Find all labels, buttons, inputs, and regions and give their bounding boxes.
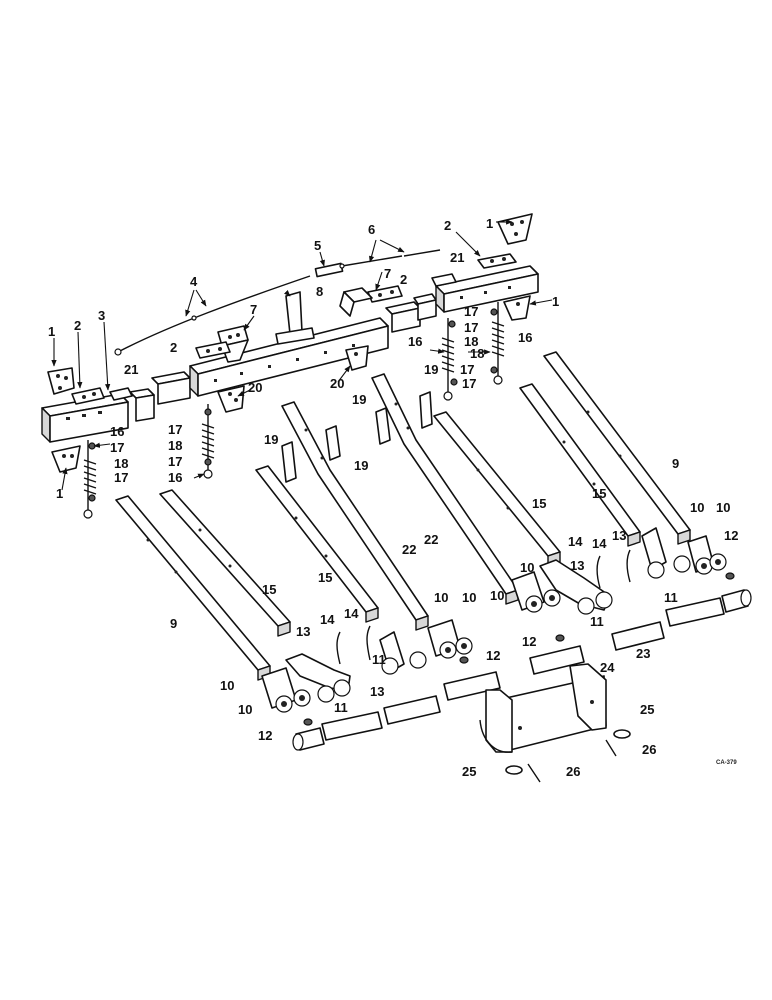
callout-9-right: 9: [672, 456, 679, 471]
main-toolbar: [41, 265, 539, 443]
callout-18-c: 18: [168, 438, 182, 453]
callout-7-center: 7: [384, 266, 391, 281]
callout-labels: 1 2 6 5 21 7 2 8 4 7 1 17 17 16 16 18 18…: [48, 216, 738, 779]
callout-16-right: 16: [518, 330, 532, 345]
callout-13-l2: 13: [370, 684, 384, 699]
callout-19-c: 19: [354, 458, 368, 473]
callout-12-l: 12: [486, 648, 500, 663]
callout-19-top: 19: [424, 362, 438, 377]
spring-left: [83, 440, 97, 519]
drawbars: [115, 351, 691, 681]
drawing-code: CA-379: [716, 760, 737, 766]
top-links: [114, 249, 441, 356]
center-hitch: [479, 663, 607, 753]
callout-15-l1: 15: [318, 570, 332, 585]
spring-center: [441, 318, 458, 401]
callout-16-left: 16: [110, 424, 124, 439]
callout-9-left: 9: [170, 616, 177, 631]
callout-3: 3: [98, 308, 105, 323]
callout-21-left: 21: [124, 362, 138, 377]
callout-16-mid: 16: [168, 470, 182, 485]
callout-12-bottom: 12: [258, 728, 272, 743]
callout-14-r1: 14: [568, 534, 583, 549]
callout-21-right: 21: [450, 250, 464, 265]
callout-2-center: 2: [400, 272, 407, 287]
pins-12: [303, 572, 735, 726]
callout-17-g: 17: [168, 454, 182, 469]
plates-19: [281, 391, 433, 483]
callout-14-l1: 14: [320, 612, 335, 627]
callout-14-r2: 14: [592, 536, 607, 551]
callout-25-top: 25: [640, 702, 654, 717]
callout-24: 24: [600, 660, 615, 675]
callout-19-b: 19: [264, 432, 278, 447]
callout-2-left: 2: [170, 340, 177, 355]
callout-1-top: 1: [486, 216, 493, 231]
callout-18-d: 18: [114, 456, 128, 471]
callout-17-d: 17: [462, 376, 476, 391]
rockshaft-tubes: [292, 572, 752, 751]
callout-5: 5: [314, 238, 321, 253]
callout-10-r1: 10: [690, 500, 704, 515]
callout-14-l2: 14: [344, 606, 359, 621]
callout-10-c2: 10: [490, 588, 504, 603]
callout-26-top: 26: [642, 742, 656, 757]
callout-13-r2: 13: [570, 558, 584, 573]
toolbar-holes: [214, 344, 355, 382]
callout-17-f: 17: [110, 440, 124, 455]
callout-22-a: 22: [424, 532, 438, 547]
callout-10-c1: 10: [520, 560, 534, 575]
callout-17-h: 17: [114, 470, 128, 485]
callout-11-r1: 11: [664, 590, 678, 605]
callout-11-c: 11: [590, 614, 604, 629]
callout-13-r1: 13: [612, 528, 626, 543]
callout-10-l2: 10: [238, 702, 252, 717]
callout-1-low: 1: [56, 486, 63, 501]
callout-1-right: 1: [552, 294, 559, 309]
callout-17-a: 17: [464, 304, 478, 319]
callout-22-b: 22: [402, 542, 416, 557]
callout-17-e: 17: [168, 422, 182, 437]
callout-1-left: 1: [48, 324, 55, 339]
callout-11-l2: 11: [334, 700, 348, 715]
callout-2-top: 2: [444, 218, 451, 233]
callout-17-b: 17: [464, 320, 478, 335]
callout-2-left-a: 2: [74, 318, 81, 333]
callout-26-bottom: 26: [566, 764, 580, 779]
callout-17-c: 17: [460, 362, 474, 377]
callout-18-a: 18: [464, 334, 478, 349]
callout-10-r2: 10: [716, 500, 730, 515]
callout-8: 8: [316, 284, 323, 299]
callout-15-r2: 15: [532, 496, 546, 511]
callout-20-center: 20: [330, 376, 344, 391]
callout-6: 6: [368, 222, 375, 237]
pins-25-26: [505, 729, 631, 783]
callout-10-l1: 10: [220, 678, 234, 693]
callout-7-left: 7: [250, 302, 257, 317]
hitch-brackets: [261, 527, 727, 713]
callout-12-c: 12: [522, 634, 536, 649]
callout-25-bottom: 25: [462, 764, 476, 779]
callout-11-l1: 11: [372, 652, 386, 667]
leader-lines: [51, 219, 553, 491]
callout-4: 4: [190, 274, 198, 289]
spring-right: [490, 302, 505, 385]
callout-19-a: 19: [352, 392, 366, 407]
callout-10-c4: 10: [462, 590, 476, 605]
drawbar-holes: [146, 402, 622, 574]
spring-center-left: [201, 404, 215, 479]
callout-18-b: 18: [470, 346, 484, 361]
callout-23: 23: [636, 646, 650, 661]
callout-13-l1: 13: [296, 624, 310, 639]
callout-20-left: 20: [248, 380, 262, 395]
callout-15-r1: 15: [592, 486, 606, 501]
callout-16-center: 16: [408, 334, 422, 349]
callout-10-c3: 10: [434, 590, 448, 605]
callout-12-r: 12: [724, 528, 738, 543]
callout-15-l2: 15: [262, 582, 276, 597]
